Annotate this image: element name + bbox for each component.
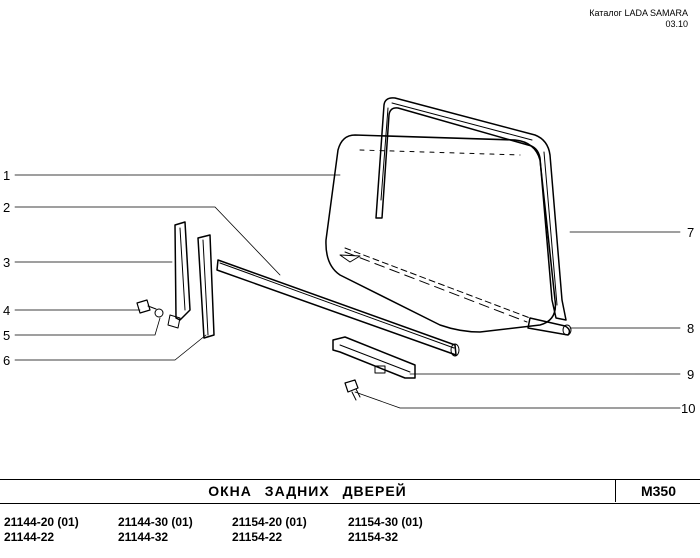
model-code: 21154-32 [348,530,399,544]
section-code: M350 [640,483,677,499]
model-code: 21154-22 [232,530,283,544]
bolt-10 [344,379,361,401]
callout-4: 4 [3,303,10,318]
window-channel [375,97,567,321]
catalog-header: Каталог LADA SAMARA 03.10 [589,8,688,30]
leader-lines [14,174,681,409]
section-title: ОКНА ЗАДНИХ ДВЕРЕЙ [208,483,407,499]
model-code: 21144-22 [4,530,55,544]
outer-seal-strip [216,259,460,357]
callout-8: 8 [687,321,694,336]
catalog-name: Каталог LADA SAMARA [589,8,688,18]
callout-9: 9 [687,367,694,382]
title-bar: ОКНА ЗАДНИХ ДВЕРЕЙ M350 [0,479,700,504]
model-code: 21144-32 [118,530,169,544]
washer-5 [154,308,164,318]
model-code: 21154-30 (01) [348,515,423,529]
door-glass [325,134,557,333]
callout-2: 2 [3,200,10,215]
callout-numbers: 1 2 3 4 5 6 7 8 9 10 [3,168,695,416]
model-code: 21144-30 (01) [118,515,193,529]
callout-3: 3 [3,255,10,270]
lifter-bracket [332,336,416,379]
catalog-date: 03.10 [665,19,688,29]
model-code: 21154-20 (01) [232,515,307,529]
callout-1: 1 [3,168,10,183]
screw-4 [136,299,157,314]
callout-6: 6 [3,353,10,368]
model-code: 21144-20 (01) [4,515,79,529]
rear-channel [167,221,191,329]
callout-5: 5 [3,328,10,343]
callout-10: 10 [681,401,695,416]
channel-seal [197,234,215,339]
callout-7: 7 [687,225,694,240]
lower-rail [527,317,572,336]
title-divider [615,480,616,502]
parts-diagram: 1 2 3 4 5 6 7 8 9 10 [3,97,695,416]
